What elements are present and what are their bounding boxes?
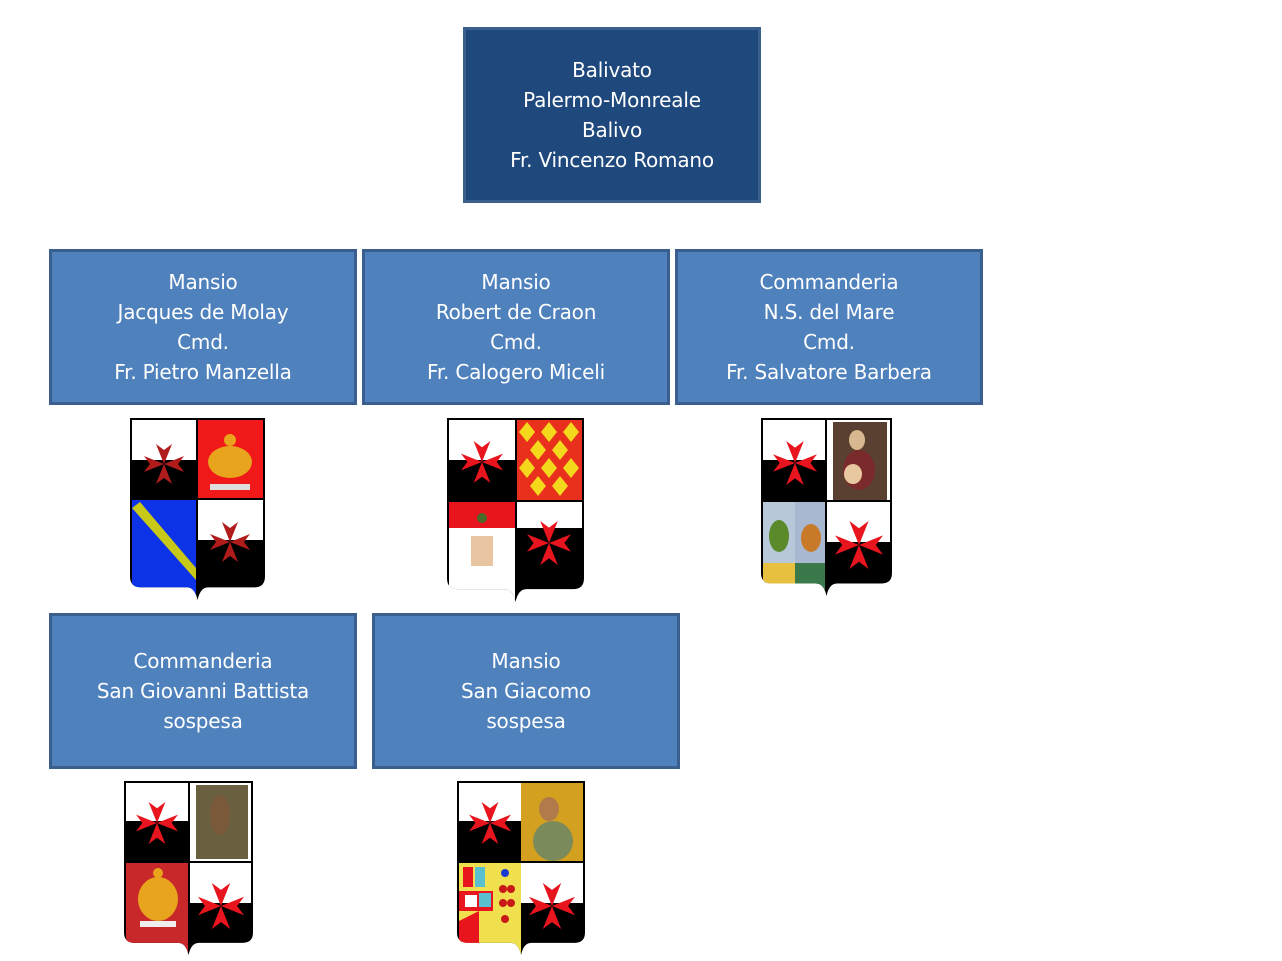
unit-box-mare: Commanderia N.S. del Mare Cmd. Fr. Salva… — [675, 249, 983, 405]
coat-of-arms-giovanni — [124, 781, 253, 955]
unit-role: Cmd. — [177, 330, 229, 354]
unit-name: N.S. del Mare — [763, 300, 895, 324]
eagle-icon — [208, 446, 252, 478]
root-line-2: Palermo-Monreale — [523, 88, 701, 112]
castle-icon — [471, 536, 493, 566]
unit-type: Mansio — [491, 649, 561, 673]
unit-role: Cmd. — [490, 330, 542, 354]
balivato-box: Balivato Palermo-Monreale Balivo Fr. Vin… — [463, 27, 761, 203]
root-line-4: Fr. Vincenzo Romano — [510, 148, 714, 172]
coat-of-arms-mare — [761, 418, 892, 596]
unit-name: San Giovanni Battista — [96, 679, 310, 703]
root-line-1: Balivato — [572, 58, 652, 82]
coat-of-arms-giacomo — [457, 781, 585, 955]
unit-box-giovanni: Commanderia San Giovanni Battista sospes… — [49, 613, 357, 769]
unit-type: Commanderia — [133, 649, 273, 673]
unit-commander: Fr. Calogero Miceli — [427, 360, 605, 384]
unit-name: Robert de Craon — [435, 300, 597, 324]
unit-status: sospesa — [486, 709, 566, 733]
unit-type: Commanderia — [759, 270, 899, 294]
unit-role: Cmd. — [803, 330, 855, 354]
unit-type: Mansio — [168, 270, 238, 294]
tree-icon — [769, 520, 789, 552]
root-line-3: Balivo — [582, 118, 642, 142]
unit-commander: Fr. Salvatore Barbera — [726, 360, 932, 384]
unit-box-giacomo: Mansio San Giacomo sospesa — [372, 613, 680, 769]
unit-commander: Fr. Pietro Manzella — [114, 360, 292, 384]
unit-type: Mansio — [481, 270, 551, 294]
eagle-icon — [138, 877, 178, 921]
coat-of-arms-molay — [130, 418, 265, 600]
unit-status: sospesa — [163, 709, 243, 733]
unit-box-craon: Mansio Robert de Craon Cmd. Fr. Calogero… — [362, 249, 670, 405]
unit-name: San Giacomo — [460, 679, 592, 703]
unit-name: Jacques de Molay — [117, 300, 289, 324]
unit-box-molay: Mansio Jacques de Molay Cmd. Fr. Pietro … — [49, 249, 357, 405]
coat-of-arms-craon — [447, 418, 584, 602]
lion-icon — [801, 524, 821, 552]
